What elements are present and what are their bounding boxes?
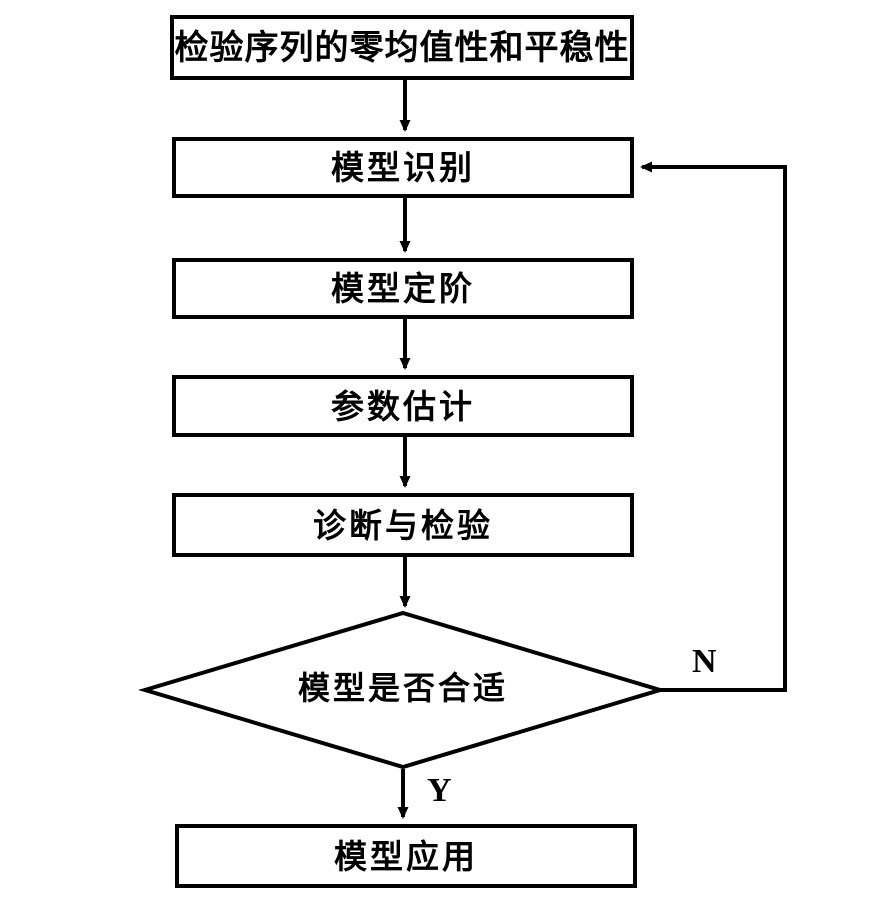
decision-diamond-shape — [138, 610, 667, 770]
flow-box-label: 参数估计 — [331, 387, 475, 425]
flow-box-label: 模型定阶 — [331, 270, 475, 307]
edge-label-yes: Y — [427, 772, 452, 809]
flow-box-model-identification: 模型识别 — [172, 137, 634, 198]
flow-box-label: 诊断与检验 — [313, 506, 493, 544]
decision-diamond-label: 模型是否合适 — [297, 670, 508, 706]
edge-label-no: N — [692, 643, 717, 680]
flow-box-label: 模型应用 — [334, 837, 478, 875]
flow-box-parameter-estimation: 参数估计 — [172, 375, 634, 437]
flow-box-diagnosis-test: 诊断与检验 — [172, 493, 634, 557]
flow-box-model-order: 模型定阶 — [172, 258, 634, 319]
flow-box-label: 模型识别 — [331, 149, 475, 186]
flow-box-label: 检验序列的零均值性和平稳性 — [174, 28, 630, 67]
arrow-feedback-no — [640, 161, 787, 692]
flow-box-model-application: 模型应用 — [175, 824, 637, 888]
flow-box-check-stationarity: 检验序列的零均值性和平稳性 — [170, 15, 634, 80]
